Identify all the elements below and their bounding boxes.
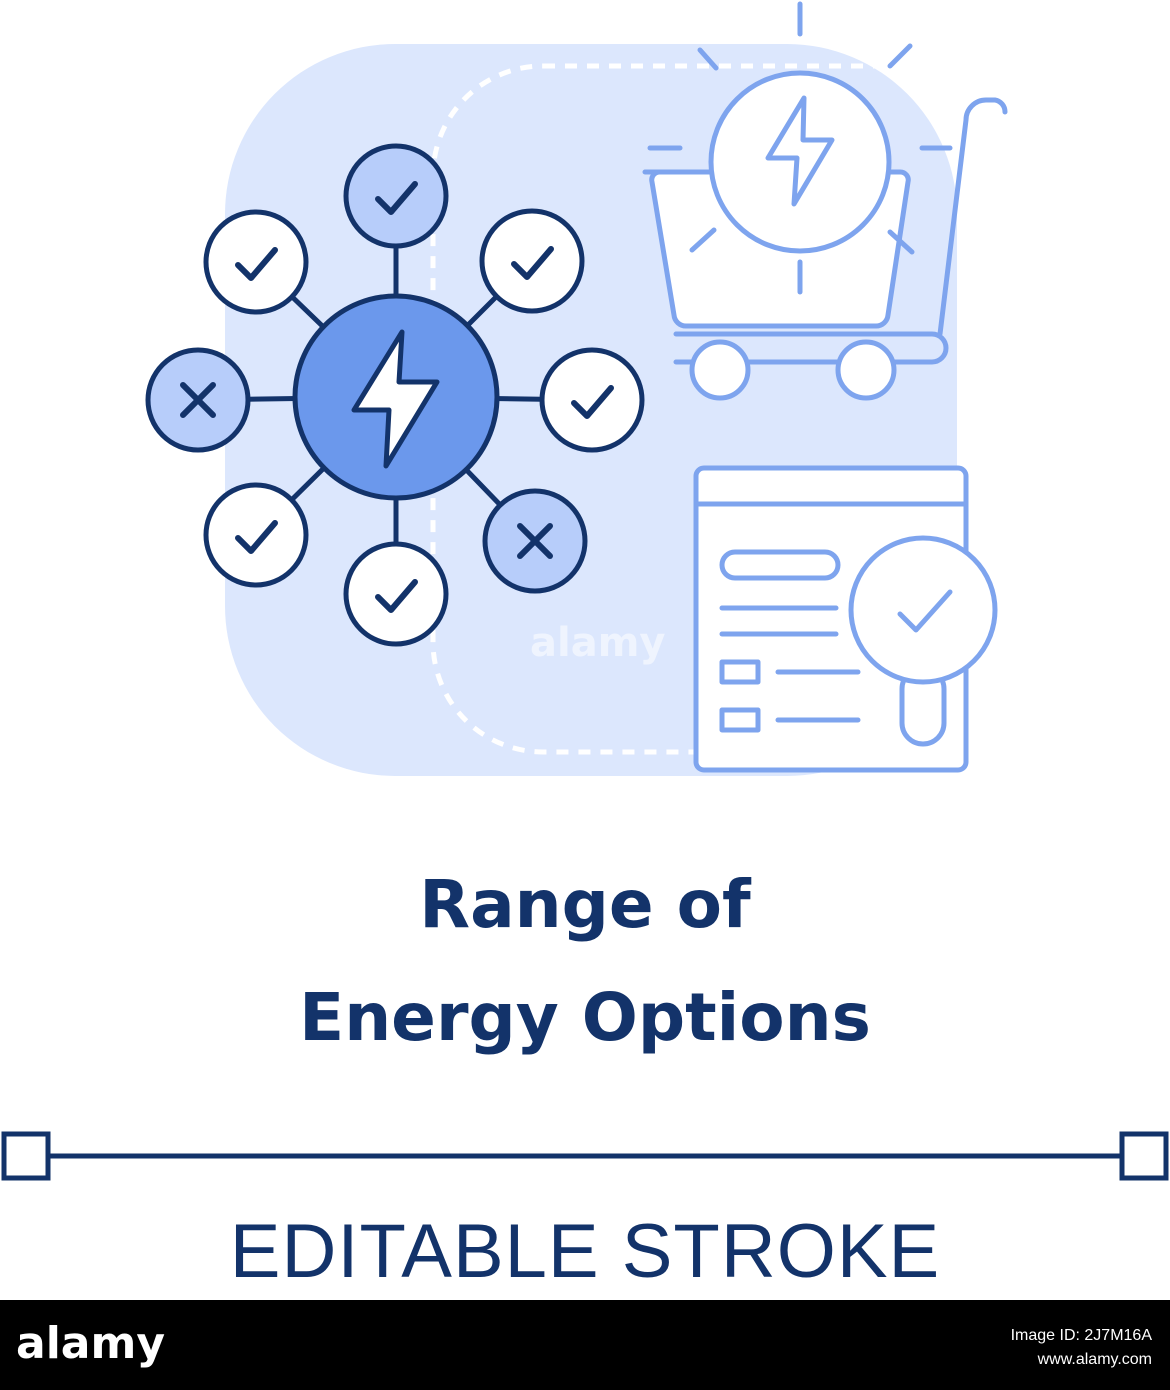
check-icon <box>375 181 418 215</box>
check-icon <box>571 385 614 419</box>
close-icon <box>180 382 216 418</box>
option-cross-bottom-right <box>482 488 588 594</box>
lightning-bolt-icon <box>765 95 835 207</box>
option-check-right <box>539 347 645 453</box>
option-cross-left <box>145 347 251 453</box>
shopping-cart-icon <box>642 1 1008 401</box>
check-icon <box>235 520 278 554</box>
check-icon <box>235 247 278 281</box>
option-check-bottom <box>343 541 449 647</box>
dashed-outline <box>430 63 1022 755</box>
watermark-text: alamy <box>530 620 666 666</box>
site-url[interactable]: www.alamy.com <box>1037 1351 1152 1368</box>
image-id-text: Image ID: 2J7M16A <box>1010 1327 1152 1344</box>
check-icon <box>897 589 953 633</box>
check-icon <box>511 246 554 280</box>
editable-stroke-label: EDITABLE STROKE <box>229 1209 941 1294</box>
option-check-bottom-left <box>203 482 309 588</box>
option-check-top <box>343 143 449 249</box>
footer-info: Image ID: 2J7M16A www.alamy.com <box>1011 1324 1152 1372</box>
check-icon <box>375 579 418 613</box>
close-icon <box>517 523 553 559</box>
lightning-bolt-icon <box>351 329 440 469</box>
title-line-1: Range of <box>419 866 751 943</box>
document-search-icon <box>693 465 998 773</box>
option-check-top-left <box>203 209 309 315</box>
energy-hub <box>292 293 500 501</box>
option-check-top-right <box>479 208 585 314</box>
title-line-2: Energy Options <box>299 979 871 1056</box>
editable-stroke-line <box>1 1131 1169 1181</box>
illustration <box>1 1 1169 1181</box>
footer-logo[interactable]: alamy <box>16 1318 165 1369</box>
footer-bar: alamy Image ID: 2J7M16A www.alamy.com <box>0 1300 1170 1390</box>
